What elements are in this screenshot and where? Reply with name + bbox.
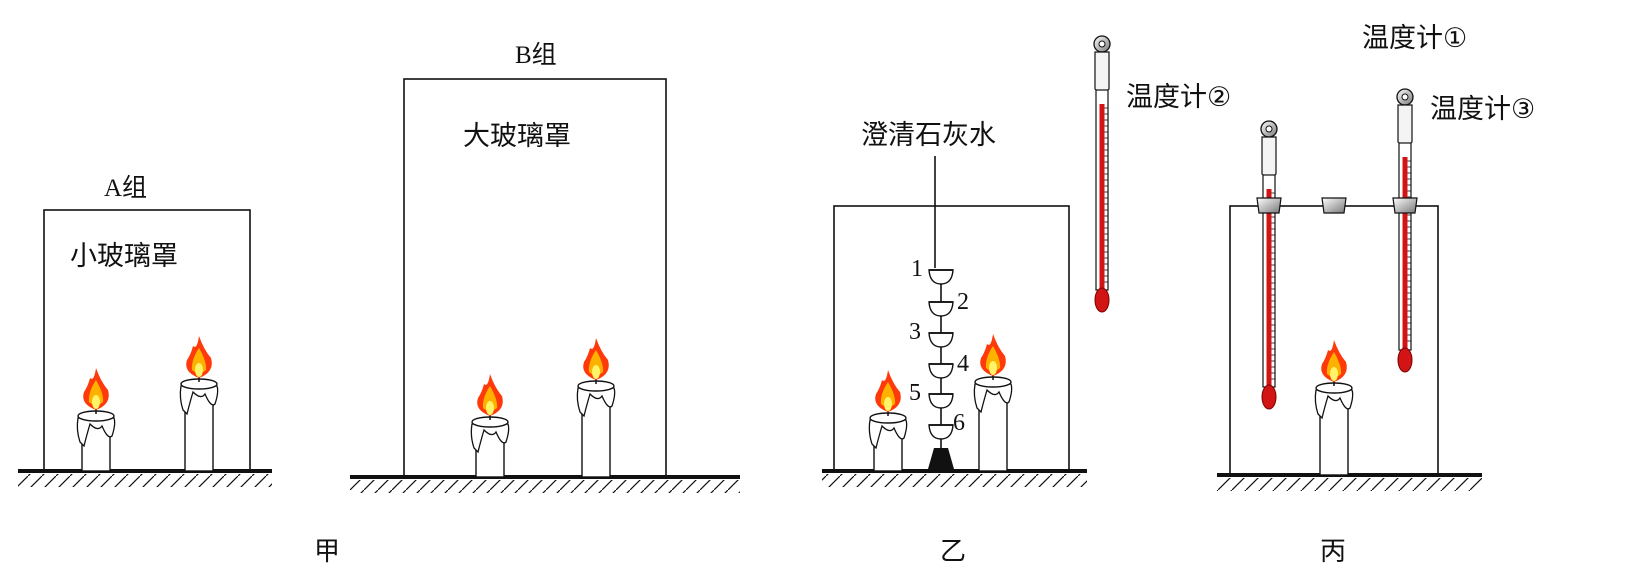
group-a-label: A组 [104, 174, 147, 202]
caption-bing: 丙 [1320, 537, 1346, 567]
candle-c-short [868, 370, 908, 472]
caption-yi: 乙 [940, 537, 966, 567]
candle-d [1314, 340, 1354, 476]
limewater-cup [928, 393, 954, 409]
candle-a-short [76, 368, 116, 472]
flame-icon [583, 338, 609, 380]
thermometers [1093, 35, 1418, 410]
thermometer-1 [1093, 35, 1111, 313]
group-b-label: B组 [515, 41, 557, 69]
thermometer-2-label: 温度计② [1126, 82, 1231, 113]
large-jar-label: 大玻璃罩 [463, 121, 571, 152]
support-base [928, 448, 954, 469]
ground-a [18, 469, 272, 487]
ground-c [822, 469, 1087, 487]
limewater-label: 澄清石灰水 [861, 120, 996, 151]
cup-number-2: 2 [957, 289, 969, 315]
limewater-cup [928, 363, 954, 379]
limewater-cups [928, 269, 954, 440]
ground-b [350, 475, 740, 493]
flame-icon [477, 374, 503, 416]
thermometer-2 [1260, 120, 1278, 410]
stopper [1392, 197, 1418, 214]
flame-icon [83, 368, 109, 410]
small-glass-jar [43, 209, 251, 472]
flame-icon [1321, 340, 1347, 382]
small-jar-label: 小玻璃罩 [70, 241, 178, 272]
stopper [1321, 197, 1347, 214]
large-glass-jar [403, 78, 667, 478]
limewater-cup [928, 301, 954, 317]
candles [76, 334, 1354, 478]
ground-d [1217, 473, 1482, 491]
flame-icon [875, 370, 901, 412]
cup-number-3: 3 [909, 319, 921, 345]
candle-b-tall [576, 338, 616, 478]
candle-b-short [470, 374, 510, 478]
candle-a-tall [179, 336, 219, 472]
panel-yi: 澄清石灰水 1 2 3 4 5 6 乙 [822, 120, 1087, 567]
cup-number-6: 6 [953, 410, 965, 436]
thermometer-1-label: 温度计① [1362, 23, 1467, 54]
cup-number-4: 4 [957, 351, 969, 377]
cup-number-5: 5 [909, 380, 921, 406]
flame-icon [186, 336, 212, 378]
cup-number-1: 1 [911, 256, 923, 282]
candle-c-tall [973, 334, 1013, 472]
limewater-cup [928, 332, 954, 348]
panel-bing: 温度计① 温度计② 温度计③ 丙 [1093, 23, 1535, 567]
caption-jia: 甲 [314, 537, 340, 567]
thermometer-3 [1396, 88, 1414, 373]
stopper [1256, 197, 1282, 214]
panel-jia: A组 小玻璃罩 B组 大玻璃罩 甲 [18, 41, 740, 567]
limewater-cup [928, 269, 954, 285]
flame-icon [980, 334, 1006, 376]
thermometer-3-label: 温度计③ [1430, 94, 1535, 125]
glass-jar [833, 205, 1070, 472]
limewater-cup [928, 424, 954, 440]
